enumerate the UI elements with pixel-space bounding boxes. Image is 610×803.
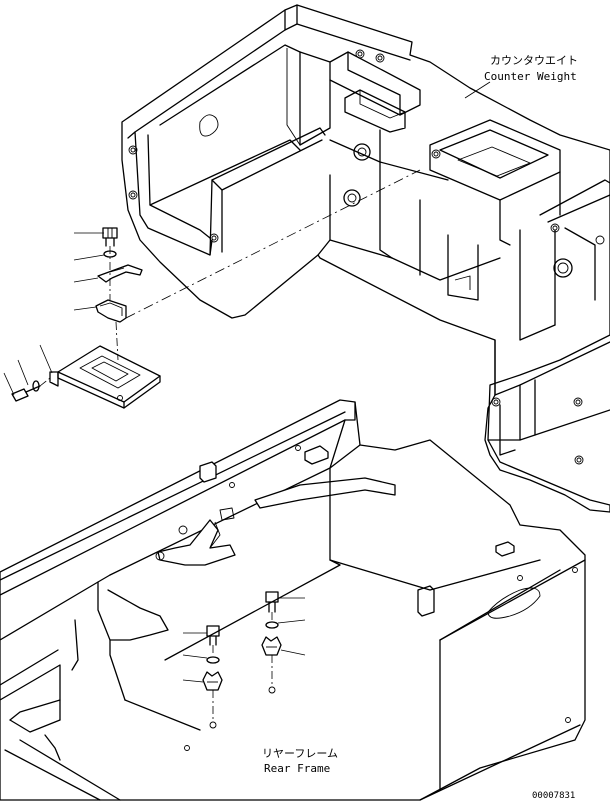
drawing-number: 00007831 xyxy=(532,791,575,801)
rear-frame xyxy=(0,399,586,801)
bolt-set-left xyxy=(182,625,223,729)
bolt-top xyxy=(102,227,118,247)
rear-frame-label-jp: リヤーフレーム xyxy=(262,747,338,760)
counter-weight-label-en: Counter Weight xyxy=(484,70,577,83)
plate-assembly xyxy=(3,169,421,409)
small-plate xyxy=(95,299,127,323)
counter-weight-leader xyxy=(464,81,491,99)
counter-weight-label-jp: カウンタウエイト xyxy=(490,54,578,67)
bolt-set-right xyxy=(261,591,306,694)
rear-frame-label-en: Rear Frame xyxy=(264,762,330,775)
counter-weight xyxy=(121,4,610,513)
clip-bracket xyxy=(97,264,143,283)
